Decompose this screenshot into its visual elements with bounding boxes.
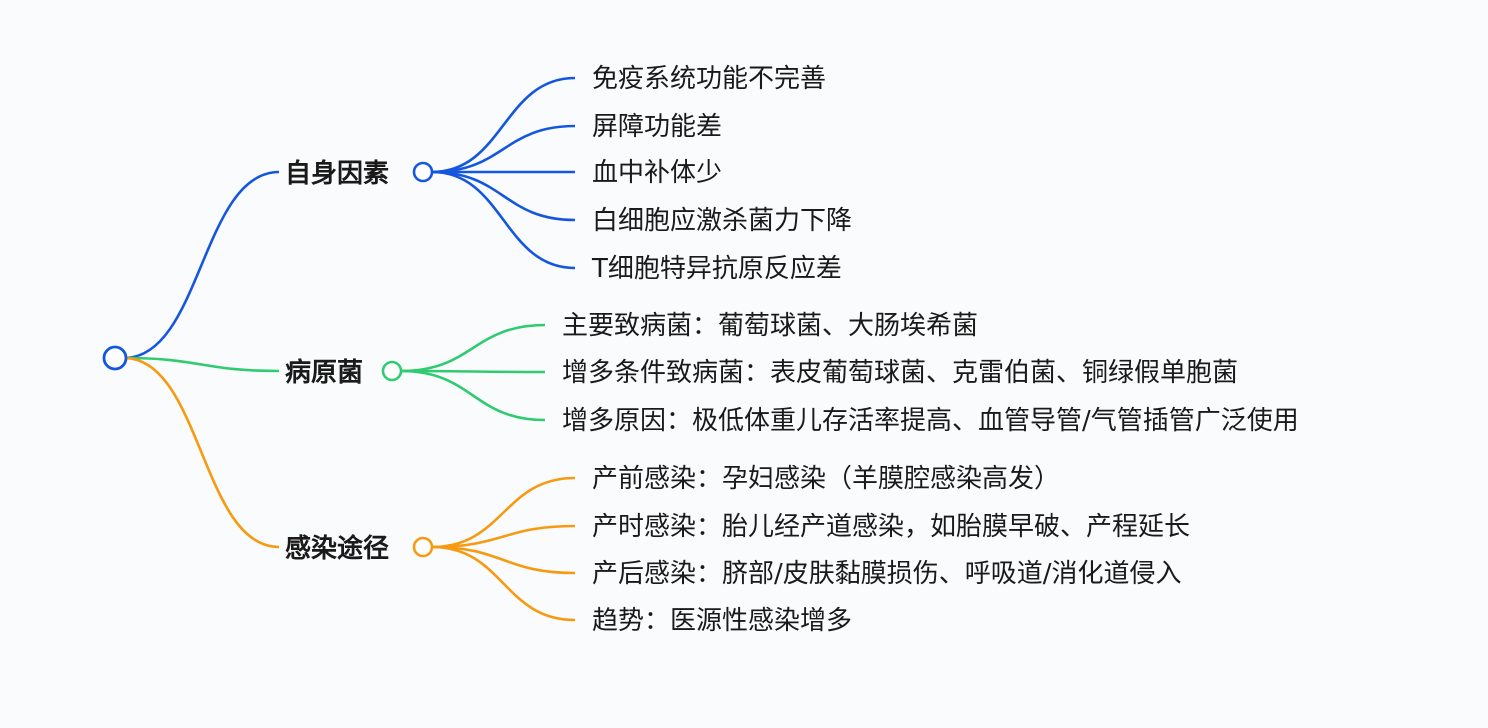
leaf-label: 增多条件致病菌：表皮葡萄球菌、克雷伯菌、铜绿假单胞菌 — [562, 358, 1238, 388]
edge-root-to-branch-2 — [123, 356, 280, 549]
leaf-label: 血中补体少 — [592, 158, 722, 188]
leaf-label: 产前感染：孕妇感染（羊膜腔感染高发） — [592, 464, 1060, 494]
leaf-label: 白细胞应激杀菌力下降 — [592, 206, 852, 236]
leaf-label: T细胞特异抗原反应差 — [591, 254, 842, 284]
mindmap-edges — [123, 76, 576, 622]
branch-node-circle[interactable] — [412, 536, 434, 558]
root-node-circle[interactable] — [102, 345, 128, 371]
leaf-label: 产后感染：脐部/皮肤黏膜损伤、呼吸道/消化道侵入 — [592, 559, 1182, 589]
edge-branch-2-leaf-2 — [431, 545, 576, 575]
edge-branch-1-leaf-2 — [400, 369, 546, 422]
branch-node-circle[interactable] — [381, 360, 403, 382]
branch-label: 病原菌 — [285, 358, 363, 388]
leaf-label: 趋势：医源性感染增多 — [592, 606, 852, 636]
branch-label: 感染途径 — [285, 533, 389, 564]
branch-label: 自身因素 — [285, 158, 389, 189]
branch-node-circle[interactable] — [412, 161, 434, 183]
edge-branch-0-leaf-0 — [431, 76, 576, 174]
leaf-label: 免疫系统功能不完善 — [592, 64, 826, 94]
edge-branch-1-leaf-1 — [400, 369, 546, 374]
edge-branch-2-leaf-0 — [431, 476, 576, 549]
edge-branch-1-leaf-0 — [400, 323, 546, 373]
edge-branch-2-leaf-3 — [431, 545, 576, 622]
edge-branch-2-leaf-1 — [431, 524, 576, 549]
edge-branch-0-leaf-4 — [431, 170, 576, 270]
leaf-label: 产时感染：胎儿经产道感染，如胎膜早破、产程延长 — [592, 512, 1190, 542]
edge-root-to-branch-0 — [123, 170, 280, 360]
leaf-label: 增多原因：极低体重儿存活率提高、血管导管/气管插管广泛使用 — [562, 406, 1299, 436]
edge-branch-0-leaf-1 — [431, 124, 576, 174]
edge-root-to-branch-1 — [123, 356, 280, 373]
edge-branch-0-leaf-3 — [431, 170, 576, 222]
leaf-label: 屏障功能差 — [592, 112, 722, 142]
leaf-label: 主要致病菌：葡萄球菌、大肠埃希菌 — [562, 311, 978, 341]
